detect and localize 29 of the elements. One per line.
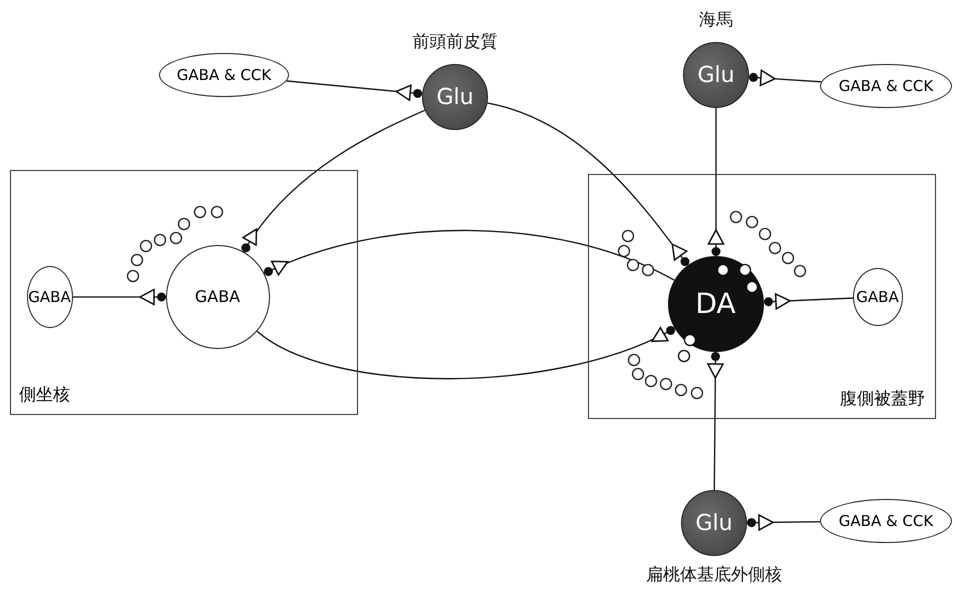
synaptic-connection xyxy=(240,110,426,254)
neuron-label: Glu xyxy=(695,510,733,536)
brain-region-label: 海馬 xyxy=(699,9,733,31)
neuron-label: GABA xyxy=(856,288,899,306)
synaptic-connection xyxy=(763,293,854,310)
neuron-label: GABA & CCK xyxy=(838,512,934,530)
neuron-label: GABA & CCK xyxy=(838,77,934,95)
neuron-label: Glu xyxy=(697,62,735,88)
brain-region-label: 扁桃体基底外側核 xyxy=(646,564,782,586)
synaptic-connection xyxy=(487,102,690,267)
synaptic-connection xyxy=(286,80,423,101)
neuron-label: DA xyxy=(695,287,736,320)
synaptic-connection xyxy=(263,230,675,281)
neuron-label: GABA xyxy=(194,287,240,306)
neuron-circle xyxy=(668,256,764,352)
neuron-label: GABA & CCK xyxy=(176,66,272,84)
neuron-circle xyxy=(26,266,72,328)
neuron-label: Glu xyxy=(436,84,474,110)
neuron-label: GABA xyxy=(28,288,71,306)
region-label: 側坐核 xyxy=(19,384,70,406)
synaptic-connection xyxy=(256,324,676,380)
synaptic-connection xyxy=(746,514,820,531)
synaptic-connection xyxy=(708,108,724,257)
region-label: 腹側被蓋野 xyxy=(840,388,925,410)
synaptic-connection xyxy=(748,70,822,86)
brain-region-label: 前頭前皮質 xyxy=(412,31,498,53)
synaptic-connection xyxy=(707,351,724,490)
synaptic-connection xyxy=(73,288,167,306)
region-box xyxy=(10,170,358,415)
